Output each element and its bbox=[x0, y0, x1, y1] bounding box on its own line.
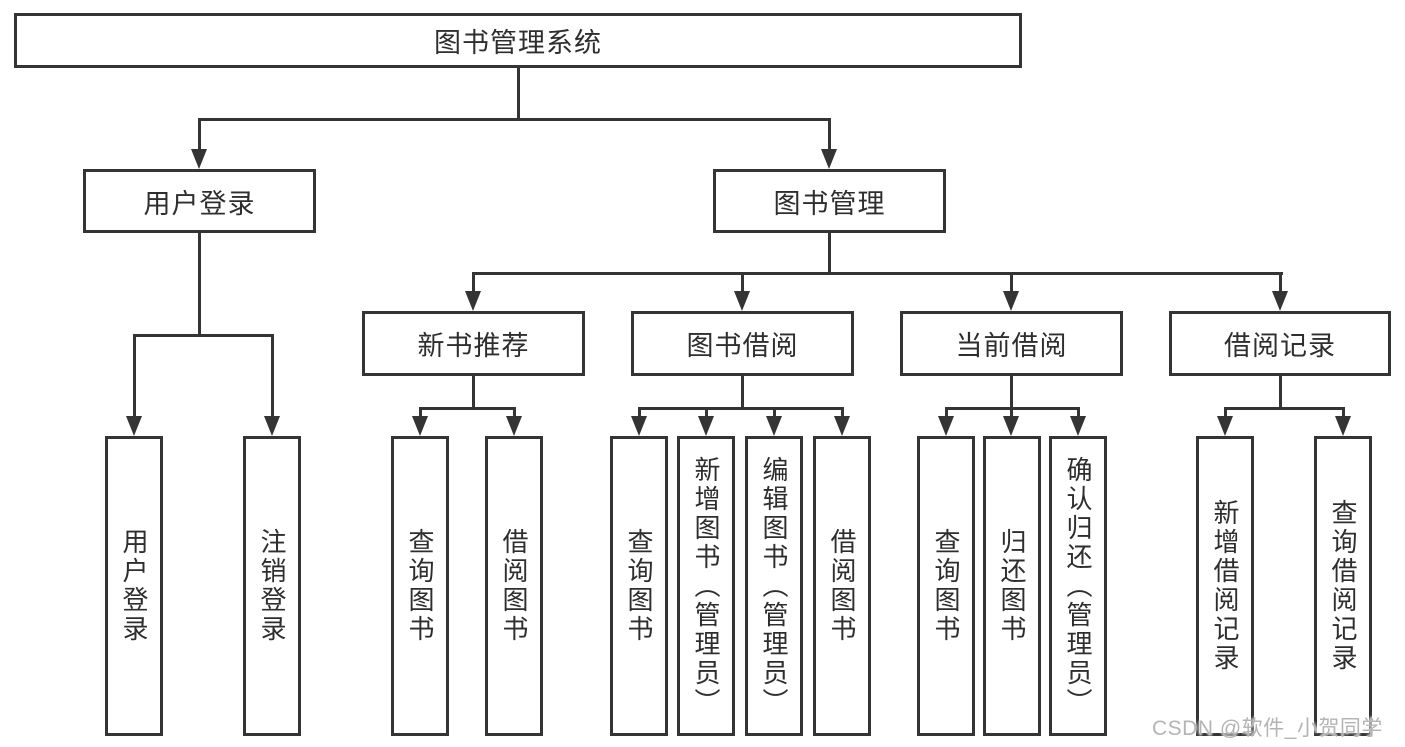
arrowhead-book-borrowing bbox=[734, 291, 750, 311]
leaf-logout: 注销登录 bbox=[243, 436, 301, 736]
node-book-management-label: 图书管理 bbox=[773, 188, 886, 219]
connector-user-login-stub bbox=[198, 232, 201, 337]
connector-root-split bbox=[198, 118, 831, 121]
arrowhead-current-borrowing bbox=[1003, 291, 1019, 311]
leaf-query-books-1-label: 查询图书 bbox=[405, 528, 435, 644]
leaf-borrow-books-1-label: 借阅图书 bbox=[499, 528, 529, 644]
connector-new-book-recommend-split bbox=[419, 407, 516, 410]
connector-new-book-recommend-stub bbox=[472, 375, 475, 410]
arrowhead-user-login bbox=[191, 149, 207, 169]
connector-stem-add-borrow-record bbox=[1224, 407, 1227, 419]
connector-book-management-split bbox=[472, 272, 1283, 275]
leaf-query-books-1: 查询图书 bbox=[391, 436, 449, 736]
leaf-query-borrow-record-label: 查询借阅记录 bbox=[1328, 499, 1358, 673]
leaf-query-borrow-record: 查询借阅记录 bbox=[1314, 436, 1372, 736]
arrowhead-query-books-1 bbox=[412, 416, 428, 436]
node-new-book-recommend: 新书推荐 bbox=[362, 311, 585, 376]
arrowhead-edit-books bbox=[766, 416, 782, 436]
connector-stem-edit-books bbox=[773, 407, 776, 419]
arrowhead-borrow-books-2 bbox=[834, 416, 850, 436]
arrowhead-query-books-2 bbox=[631, 416, 647, 436]
arrowhead-query-borrow-record bbox=[1335, 416, 1351, 436]
node-current-borrowing: 当前借阅 bbox=[900, 311, 1123, 376]
leaf-add-books-admin-label: 新增图书（管理员） bbox=[691, 455, 721, 717]
arrowhead-book-management bbox=[821, 149, 837, 169]
node-borrow-records-label: 借阅记录 bbox=[1224, 331, 1336, 361]
leaf-edit-books-admin: 编辑图书（管理员） bbox=[745, 436, 803, 736]
leaf-query-books-3: 查询图书 bbox=[917, 436, 975, 736]
connector-stem-query-books-1 bbox=[419, 407, 422, 419]
node-new-book-recommend-label: 新书推荐 bbox=[417, 331, 530, 361]
leaf-return-books-label: 归还图书 bbox=[997, 528, 1027, 644]
arrowhead-borrow-books-1 bbox=[506, 416, 522, 436]
arrowhead-new-book-recommend bbox=[465, 291, 481, 311]
connector-stem-book-borrowing bbox=[741, 272, 744, 294]
leaf-return-books: 归还图书 bbox=[983, 436, 1041, 736]
node-borrow-records: 借阅记录 bbox=[1169, 311, 1391, 376]
connector-user-login-split bbox=[133, 334, 274, 337]
node-book-borrowing-label: 图书借阅 bbox=[686, 331, 799, 361]
node-current-borrowing-label: 当前借阅 bbox=[955, 331, 1068, 361]
connector-stem-query-books-3 bbox=[945, 407, 948, 419]
connector-borrow-records-split bbox=[1224, 407, 1345, 410]
leaf-borrow-books-1: 借阅图书 bbox=[485, 436, 543, 736]
leaf-logout-label: 注销登录 bbox=[257, 528, 287, 644]
leaf-query-books-2: 查询图书 bbox=[610, 436, 668, 736]
connector-stem-logout bbox=[271, 334, 274, 418]
connector-borrow-records-stub bbox=[1279, 375, 1282, 410]
node-book-borrowing: 图书借阅 bbox=[631, 311, 854, 376]
leaf-add-books-admin: 新增图书（管理员） bbox=[677, 436, 735, 736]
connector-current-borrowing-stub bbox=[1010, 375, 1013, 410]
arrowhead-borrow-records bbox=[1272, 291, 1288, 311]
leaf-add-borrow-record: 新增借阅记录 bbox=[1196, 436, 1254, 736]
csdn-watermark: CSDN @软件_小贺同学 bbox=[1152, 717, 1383, 740]
arrowhead-query-books-3 bbox=[938, 416, 954, 436]
connector-stem-borrow-records bbox=[1279, 272, 1282, 294]
leaf-confirm-return-admin-label: 确认归还（管理员） bbox=[1063, 455, 1093, 717]
connector-stem-confirm-return bbox=[1077, 407, 1080, 419]
node-user-login-label: 用户登录 bbox=[143, 188, 256, 219]
connector-stem-user-login-leaf bbox=[133, 334, 136, 418]
connector-stem-add-books bbox=[705, 407, 708, 419]
connector-root-stub bbox=[517, 67, 520, 120]
leaf-borrow-books-2-label: 借阅图书 bbox=[827, 528, 857, 644]
arrowhead-return-books bbox=[1003, 416, 1019, 436]
connector-stem-borrow-books-1 bbox=[513, 407, 516, 419]
arrowhead-add-borrow-record bbox=[1217, 416, 1233, 436]
connector-stem-current-borrowing bbox=[1010, 272, 1013, 294]
leaf-query-books-3-label: 查询图书 bbox=[931, 528, 961, 644]
leaf-query-books-2-label: 查询图书 bbox=[624, 528, 654, 644]
arrowhead-user-login-leaf bbox=[126, 416, 142, 436]
connector-stem-return-books bbox=[1010, 407, 1013, 419]
leaf-edit-books-admin-label: 编辑图书（管理员） bbox=[759, 455, 789, 717]
connector-stem-book-management bbox=[828, 118, 831, 152]
leaf-add-borrow-record-label: 新增借阅记录 bbox=[1210, 499, 1240, 673]
leaf-user-login: 用户登录 bbox=[105, 436, 163, 736]
connector-stem-user-login bbox=[198, 118, 201, 152]
node-library-system-label: 图书管理系统 bbox=[434, 28, 602, 58]
connector-stem-query-books-2 bbox=[638, 407, 641, 419]
leaf-confirm-return-admin: 确认归还（管理员） bbox=[1049, 436, 1107, 736]
node-book-management: 图书管理 bbox=[713, 169, 946, 233]
connector-stem-query-borrow-record bbox=[1342, 407, 1345, 419]
connector-book-borrowing-split bbox=[638, 407, 844, 410]
connector-book-borrowing-stub bbox=[741, 375, 744, 410]
connector-book-management-stub bbox=[828, 232, 831, 275]
connector-stem-new-book-recommend bbox=[472, 272, 475, 294]
leaf-borrow-books-2: 借阅图书 bbox=[813, 436, 871, 736]
connector-stem-borrow-books-2 bbox=[841, 407, 844, 419]
arrowhead-confirm-return bbox=[1070, 416, 1086, 436]
node-library-system: 图书管理系统 bbox=[14, 13, 1022, 68]
arrowhead-logout bbox=[264, 416, 280, 436]
leaf-user-login-label: 用户登录 bbox=[119, 528, 149, 644]
node-user-login: 用户登录 bbox=[83, 169, 316, 233]
arrowhead-add-books bbox=[698, 416, 714, 436]
